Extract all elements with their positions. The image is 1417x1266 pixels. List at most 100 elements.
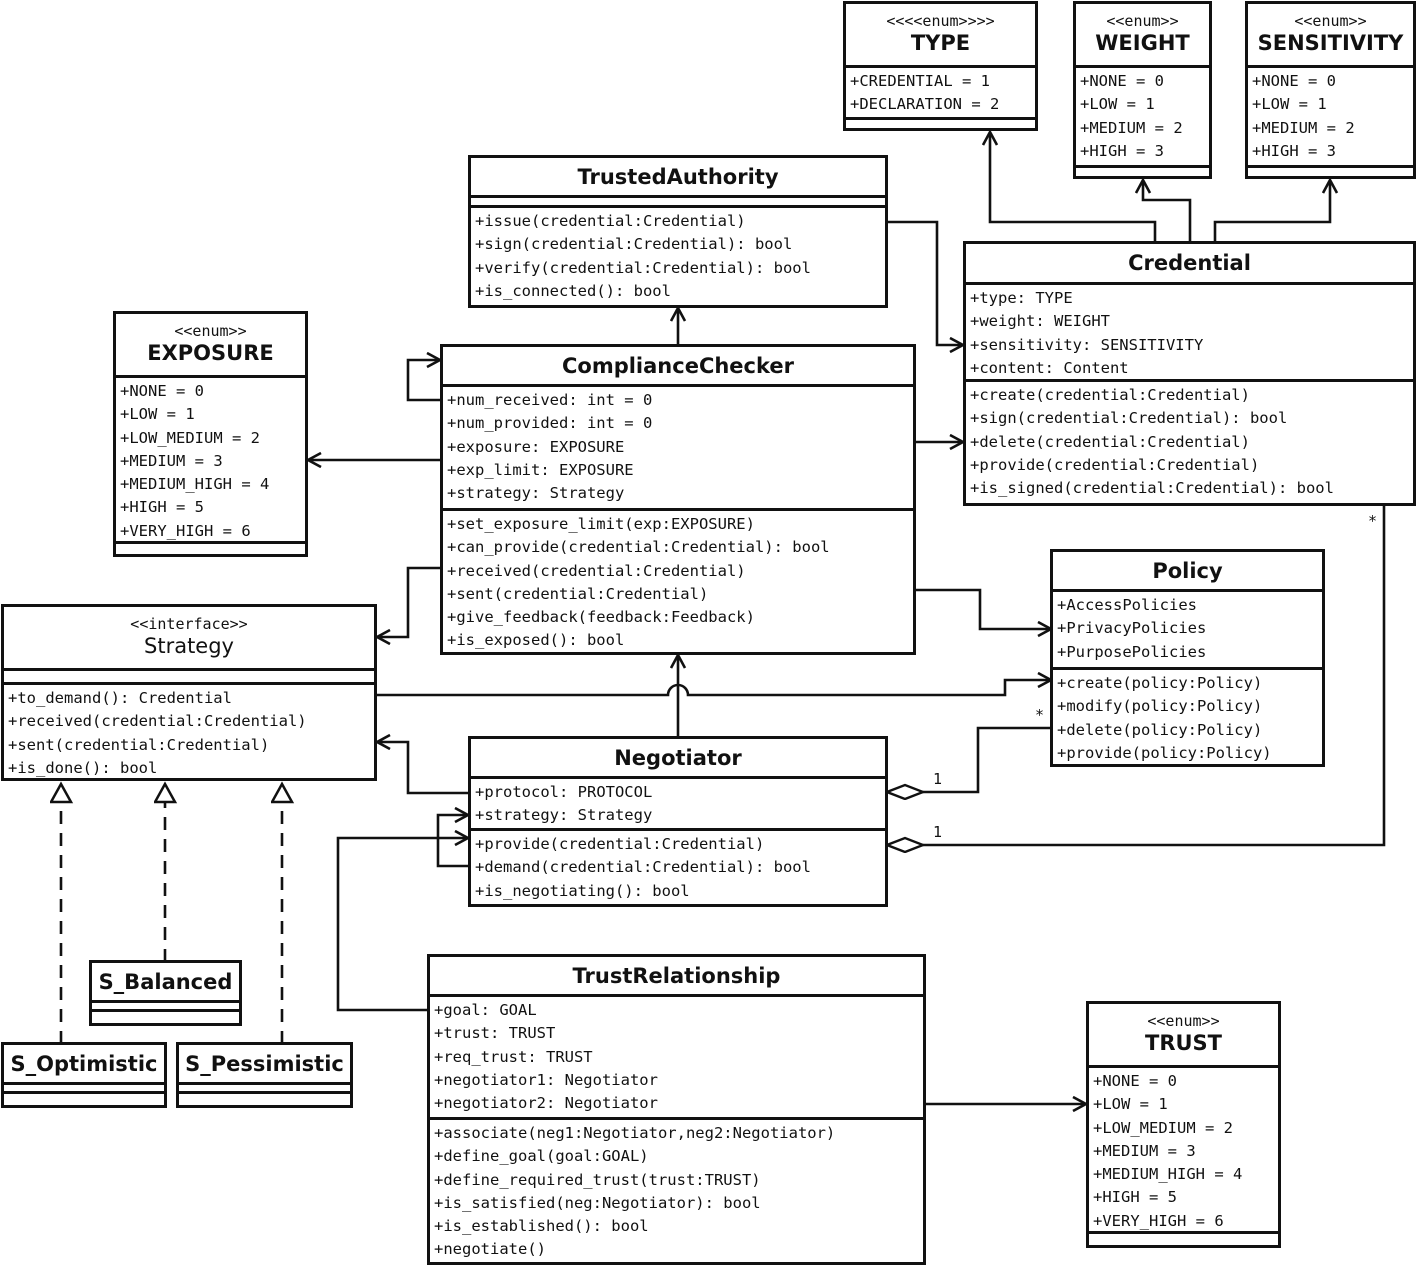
sensitivity-enum-class: <<enum>>SENSITIVITY+NONE = 0+LOW = 1+MED… [1245,1,1416,179]
attribute-row: +PurposePolicies [1057,642,1207,661]
class-stereotype: <<interface>> [130,615,248,633]
operations-section [1076,168,1209,176]
operation-row: +is_satisfied(neg:Negotiator): bool [434,1193,761,1212]
class-header: S_Optimistic [4,1045,164,1085]
class-name: Credential [1128,251,1251,275]
attribute-row: +LOW = 1 [1093,1095,1168,1114]
attribute-row: +LOW = 1 [1080,95,1155,114]
credential-multiplicity: * [1368,512,1378,530]
compliance-checker-class: ComplianceChecker+num_received: int = 0+… [440,344,916,655]
exposure-enum-class: <<enum>>EXPOSURE+NONE = 0+LOW = 1+LOW_ME… [113,311,308,557]
operations-section: +set_exposure_limit(exp:EXPOSURE)+can_pr… [443,511,913,652]
s-balanced-class: S_Balanced [89,960,242,1026]
attribute-row: +LOW_MEDIUM = 2 [1093,1118,1233,1137]
attribute-row: +PrivacyPolicies [1057,619,1207,638]
policy-multiplicity: * [1035,706,1045,724]
operation-row: +issue(credential:Credential) [475,212,746,230]
trusted-authority-class: TrustedAuthority+issue(credential:Creden… [468,155,888,308]
policy-class: Policy +AccessPolicies +PrivacyPolicies +Pu… [1050,549,1325,767]
operation-row: +create(credential:Credential) [970,386,1250,404]
attribute-row: +type: TYPE [970,289,1073,307]
class-name: Strategy [144,634,234,658]
operations-section [116,544,305,554]
class-stereotype: <<<<enum>>>> [886,12,995,30]
attribute-row: +content: Content [970,358,1129,377]
attributes-section [179,1085,350,1094]
negotiator-self-association [436,815,468,868]
attribute-row: +strategy: Strategy [447,484,625,503]
s-pessimistic-class: S_Pessimistic [176,1042,353,1108]
class-name: S_Optimistic [10,1051,158,1076]
operations-section: +to_demand(): Credential +received(creden… [4,685,374,778]
attribute-row: +exp_limit: EXPOSURE [447,460,634,479]
credential-class: Credential+type: TYPE+weight: WEIGHT+sen… [963,241,1416,506]
operation-row: +provide(credential:Credential) [475,835,765,853]
class-stereotype: <<enum>> [1147,1012,1220,1030]
attribute-row: +AccessPolicies [1057,596,1197,614]
operation-row: +define_required_trust(trust:TRUST) [434,1170,761,1189]
class-stereotype: <<enum>> [1294,12,1367,30]
operation-row: +is_established(): bool [434,1217,649,1236]
operations-section [179,1094,350,1105]
operations-section: +issue(credential:Credential) +sign(crede… [471,208,885,305]
trust-relationship-negotiator-association [336,838,468,1012]
attribute-row: +LOW = 1 [1252,95,1327,114]
attribute-row: +DECLARATION = 2 [850,95,1000,114]
class-name: Negotiator [614,745,742,770]
operation-row: +is_done(): bool [8,758,158,777]
attribute-row: +weight: WEIGHT [970,312,1110,331]
operation-row: +sent(credential:Credential) [8,735,270,754]
operation-row: +received(credential:Credential) [8,712,307,731]
negotiator-credential-multiplicity: 1 [933,823,943,841]
operation-row: +is_negotiating(): bool [475,881,690,900]
operation-row: +to_demand(): Credential [8,689,232,707]
attribute-row: +num_provided: int = 0 [447,414,653,433]
attributes-section: +NONE = 0+LOW = 1+MEDIUM = 2+HIGH = 3 [1248,68,1413,168]
operations-section [4,1094,164,1105]
class-header: TrustRelationship [430,957,923,997]
operation-row: +demand(credential:Credential): bool [475,858,811,877]
attributes-section: +AccessPolicies +PrivacyPolicies +PurposeP… [1053,592,1322,670]
credential-type-association [990,132,1157,243]
attribute-row: +HIGH = 5 [1093,1188,1177,1207]
operation-row: +set_exposure_limit(exp:EXPOSURE) [447,515,755,533]
attribute-row: +MEDIUM_HIGH = 4 [1093,1165,1243,1184]
class-name: Policy [1152,558,1223,583]
weight-enum-class: <<enum>>WEIGHT+NONE = 0+LOW = 1+MEDIUM =… [1073,1,1212,179]
operation-row: +is_exposed(): bool [447,631,625,650]
class-name: TYPE [910,31,971,55]
credential-weight-association [1143,180,1192,243]
attribute-row: +req_trust: TRUST [434,1047,593,1066]
class-header: Policy [1053,552,1322,592]
operation-row: +provide(credential:Credential) [970,455,1260,474]
operations-section [1089,1234,1278,1245]
negotiator-class: Negotiator+protocol: PROTOCOL+strategy: … [468,736,888,907]
class-header: S_Pessimistic [179,1045,350,1085]
negotiator-credential-aggregation [887,505,1386,845]
operation-row: +verify(credential:Credential): bool [475,258,811,277]
operation-row: +create(policy:Policy) [1057,674,1263,692]
strategy-interface: <<interface>>Strategy +to_demand(): Crede… [1,604,377,781]
attribute-row: +NONE = 0 [1252,72,1336,90]
attribute-row: +exposure: EXPOSURE [447,437,625,456]
operations-section [92,1012,239,1023]
attributes-section [92,1003,239,1012]
attribute-row: +HIGH = 3 [1080,141,1164,160]
attribute-row: +HIGH = 5 [120,498,204,517]
attributes-section [471,198,885,208]
operation-row: +modify(policy:Policy) [1057,697,1263,716]
attribute-row: +VERY_HIGH = 6 [1093,1211,1224,1230]
attributes-section: +CREDENTIAL = 1+DECLARATION = 2 [846,68,1035,120]
checker-policy-association [915,588,1051,629]
attributes-section: +num_received: int = 0+num_provided: int… [443,387,913,511]
operations-section: +provide(credential:Credential) +demand(c… [471,831,885,904]
class-header: <<enum>>EXPOSURE [116,314,305,378]
attributes-section [4,1085,164,1094]
attribute-row: +negotiator1: Negotiator [434,1070,658,1089]
attribute-row: +MEDIUM_HIGH = 4 [120,475,270,494]
attributes-section: +type: TYPE+weight: WEIGHT+sensitivity: … [966,285,1413,382]
attributes-section: +goal: GOAL+trust: TRUST+req_trust: TRUS… [430,997,923,1120]
operation-row: +sign(credential:Credential): bool [475,235,793,254]
